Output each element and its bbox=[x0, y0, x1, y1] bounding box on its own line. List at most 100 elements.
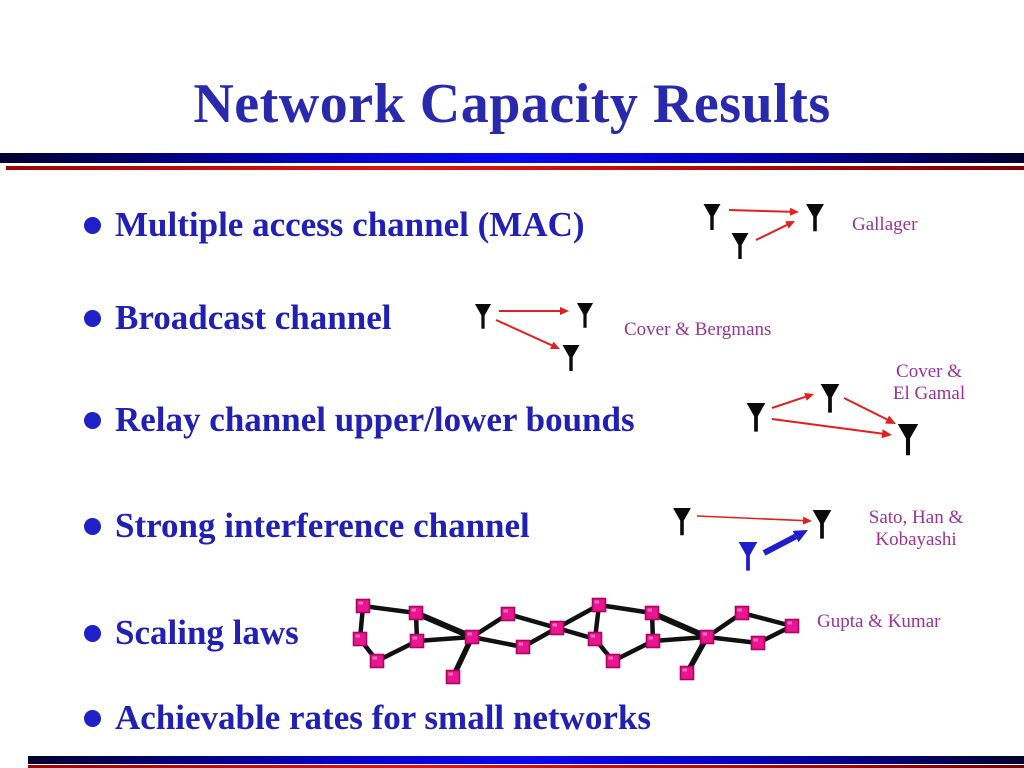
bullet-dot-icon bbox=[84, 216, 101, 234]
network-node-highlight bbox=[503, 609, 508, 613]
bullet-item-scaling-laws: Scaling laws bbox=[84, 613, 299, 653]
network-edge bbox=[598, 602, 653, 616]
arrow-line bbox=[495, 319, 553, 347]
network-node-icon bbox=[352, 631, 368, 647]
antenna-icon bbox=[746, 403, 766, 432]
network-node-icon bbox=[500, 606, 516, 622]
network-node-highlight bbox=[448, 672, 453, 676]
bullet-label: Scaling laws bbox=[115, 613, 299, 652]
network-node-highlight bbox=[702, 632, 707, 636]
arrow-head-icon bbox=[881, 429, 892, 439]
bullet-dot-icon bbox=[84, 624, 101, 642]
arrow-line bbox=[728, 209, 791, 213]
bullet-dot-icon bbox=[84, 309, 101, 327]
slide-title: Network Capacity Results bbox=[193, 73, 831, 135]
bottom-divider-red-line bbox=[28, 765, 1024, 768]
network-edge bbox=[362, 603, 417, 616]
network-node-highlight bbox=[411, 608, 416, 612]
attribution-gallager: Gallager bbox=[852, 214, 918, 235]
network-node-icon bbox=[369, 653, 385, 669]
network-node-highlight bbox=[358, 601, 363, 605]
arrow-line bbox=[843, 397, 888, 421]
mac-diagram bbox=[703, 204, 824, 259]
network-edge bbox=[414, 610, 474, 640]
network-edge bbox=[741, 610, 793, 629]
attribution-gupta-kumar: Gupta & Kumar bbox=[817, 611, 941, 632]
network-edge bbox=[507, 611, 558, 631]
antenna-icon bbox=[820, 384, 840, 413]
network-node-highlight bbox=[594, 600, 599, 604]
bullet-item-strong-interference: Strong interference channel bbox=[84, 506, 530, 546]
network-node-highlight bbox=[608, 656, 613, 660]
arrow-head-icon bbox=[789, 207, 799, 216]
network-node-highlight bbox=[518, 642, 523, 646]
interference-diagram bbox=[673, 508, 832, 571]
arrow-line bbox=[696, 515, 804, 522]
arrow-head-icon bbox=[560, 306, 569, 316]
broadcast-diagram bbox=[474, 303, 594, 371]
network-node-icon bbox=[409, 633, 425, 649]
antenna-icon bbox=[673, 508, 691, 536]
bullet-label: Achievable rates for small networks bbox=[115, 698, 651, 737]
network-node-highlight bbox=[552, 623, 557, 627]
network-node-icon bbox=[591, 597, 607, 613]
bullet-dot-icon bbox=[84, 411, 101, 429]
network-edge bbox=[652, 634, 708, 644]
arrow-head-icon bbox=[804, 393, 814, 401]
bullet-label: Multiple access channel (MAC) bbox=[115, 205, 585, 244]
arrow-head-icon bbox=[792, 530, 808, 543]
antenna-icon bbox=[738, 542, 758, 571]
antenna-icon bbox=[562, 345, 580, 371]
arrow-head-icon bbox=[550, 341, 560, 349]
network-node-highlight bbox=[753, 638, 758, 642]
antenna-icon bbox=[474, 304, 492, 329]
network-node-highlight bbox=[372, 656, 377, 660]
bullet-dot-icon bbox=[84, 517, 101, 535]
network-node-icon bbox=[679, 665, 695, 681]
arrow-line bbox=[755, 224, 788, 241]
network-node-icon bbox=[515, 639, 531, 655]
network-node-highlight bbox=[467, 632, 472, 636]
arrow-head-icon bbox=[785, 221, 795, 229]
network-node-highlight bbox=[682, 668, 687, 672]
network-node-icon bbox=[605, 653, 621, 669]
network-node-highlight bbox=[737, 608, 742, 612]
antenna-icon bbox=[731, 233, 749, 259]
arrow-head-icon bbox=[802, 516, 812, 525]
relay-diagram bbox=[746, 384, 919, 456]
network-node-icon bbox=[750, 635, 766, 651]
top-divider-red-line bbox=[6, 166, 1024, 170]
network-node-icon bbox=[445, 669, 461, 685]
bottom-divider-blue-bar bbox=[28, 756, 1024, 764]
bullet-label: Broadcast channel bbox=[115, 298, 392, 337]
network-node-icon bbox=[408, 605, 424, 621]
network-edge bbox=[471, 634, 524, 650]
arrow-line bbox=[762, 533, 797, 556]
bullet-item-broadcast: Broadcast channel bbox=[84, 298, 391, 338]
network-node-icon bbox=[464, 629, 480, 645]
bullet-dot-icon bbox=[84, 709, 101, 727]
network-node-highlight bbox=[590, 634, 595, 638]
antenna-icon bbox=[897, 424, 919, 456]
network-node-icon bbox=[734, 605, 750, 621]
network-edge bbox=[650, 610, 709, 640]
network-node-icon bbox=[645, 633, 661, 649]
attribution-sato-han-kobayashi: Sato, Han & Kobayashi bbox=[868, 507, 964, 550]
bullet-label: Strong interference channel bbox=[115, 506, 530, 545]
network-edge bbox=[416, 634, 473, 644]
network-node-highlight bbox=[412, 636, 417, 640]
network-node-icon bbox=[644, 605, 660, 621]
bullet-item-multiple-access: Multiple access channel (MAC) bbox=[84, 205, 585, 245]
bullet-item-relay: Relay channel upper/lower bounds bbox=[84, 400, 635, 440]
network-node-icon bbox=[549, 620, 565, 636]
network-node-icon bbox=[699, 629, 715, 645]
arrow-line bbox=[771, 395, 806, 409]
antenna-icon bbox=[812, 510, 832, 539]
arrow-head-icon bbox=[885, 415, 896, 424]
bullet-item-achievable-rates: Achievable rates for small networks bbox=[84, 698, 651, 738]
network-node-highlight bbox=[648, 636, 653, 640]
network-node-icon bbox=[587, 631, 603, 647]
arrow-line bbox=[771, 418, 883, 435]
